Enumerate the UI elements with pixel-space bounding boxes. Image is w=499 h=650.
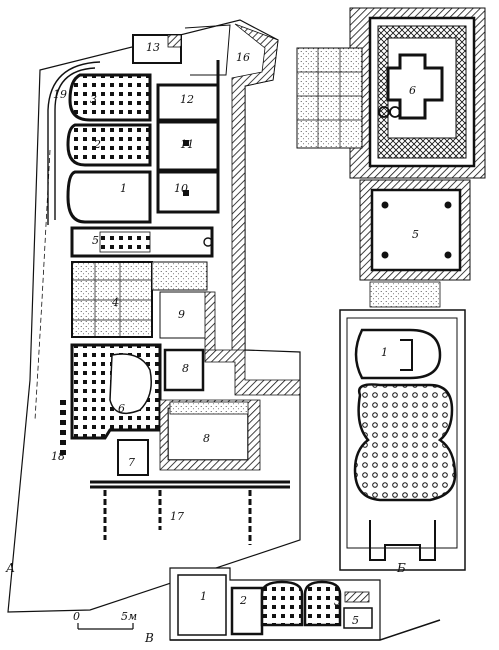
room-c-1	[177, 574, 227, 636]
label-12: 11	[180, 138, 194, 151]
room-17	[105, 490, 255, 545]
room-c-5	[343, 607, 373, 629]
room-10	[159, 291, 209, 339]
room-b-1	[354, 328, 442, 380]
label-c-5: 5	[352, 614, 359, 627]
plan-a: 13 16 19 3 2 1 12 11 10 5 4 9 8 6 7 8 18…	[5, 19, 301, 613]
room-4	[71, 261, 153, 338]
label-14: 13	[146, 41, 160, 54]
scale-zero: 0	[73, 610, 80, 623]
plan-b: 6 5 1 Б	[296, 7, 486, 575]
label-4: 4	[111, 296, 119, 309]
plan-b-letter: Б	[396, 561, 406, 575]
room-1	[66, 170, 152, 224]
plan-b-hypocaust	[353, 383, 457, 502]
plan-a-letter: А	[5, 561, 15, 575]
label-17: 17	[170, 510, 184, 523]
label-19: 19	[53, 88, 67, 101]
scale-length: 5м	[121, 610, 137, 623]
label-b-5: 5	[412, 228, 419, 241]
label-5: 5	[92, 234, 99, 247]
label-9: 8	[182, 362, 189, 375]
room-9	[163, 348, 205, 392]
scale-bar: 0 5м	[73, 610, 137, 630]
label-1: 1	[120, 182, 127, 195]
room-3	[68, 73, 152, 122]
room-8	[167, 407, 249, 461]
label-7: 7	[128, 456, 135, 469]
plan-c-letter: В	[144, 631, 154, 645]
room-c-2	[230, 586, 264, 636]
label-11: 10	[174, 182, 188, 195]
label-8: 8	[203, 432, 210, 445]
label-18: 18	[51, 450, 65, 463]
label-c-3: 3	[334, 595, 341, 608]
room-2	[66, 123, 152, 167]
label-16: 16	[236, 51, 250, 64]
plan-b-paving	[296, 47, 363, 149]
label-c-1: 1	[200, 590, 207, 603]
label-6: 6	[118, 402, 125, 415]
label-c-2: 2	[239, 594, 247, 607]
label-10: 9	[178, 308, 185, 321]
label-b-6: 6	[409, 84, 416, 97]
column-row	[60, 400, 66, 455]
label-13: 12	[180, 93, 194, 106]
label-2: 2	[93, 138, 101, 151]
label-b-1: 1	[381, 346, 388, 359]
room-7	[117, 439, 149, 476]
plan-c: 1 2 3 5 В	[144, 567, 441, 645]
label-3: 3	[90, 93, 97, 106]
